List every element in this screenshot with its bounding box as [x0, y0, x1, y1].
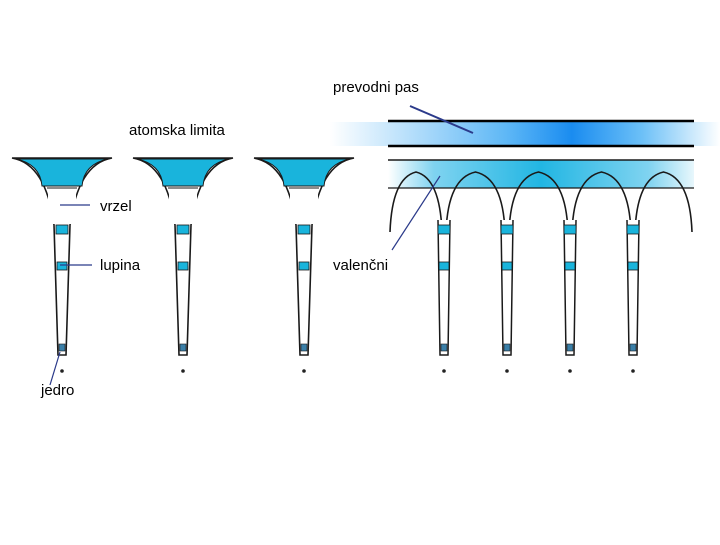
valence-pointer — [391, 175, 441, 251]
potential-arch — [445, 171, 506, 233]
potential-arch — [571, 171, 632, 233]
inner-band — [564, 261, 576, 271]
inner-band — [503, 343, 511, 352]
inner-shell — [298, 261, 310, 271]
valence-label: valenčni — [333, 257, 389, 274]
nucleus — [181, 369, 185, 373]
nucleus-pointer — [49, 351, 61, 386]
nucleus — [302, 369, 306, 373]
isolated-well-outline — [11, 157, 113, 356]
isolated-atoms — [11, 157, 355, 373]
inner-band — [626, 224, 640, 235]
outer-shell-band — [15, 158, 109, 187]
inner-shell — [177, 261, 189, 271]
shell-label: lupina — [100, 257, 141, 274]
inner-band — [563, 224, 577, 235]
valence-band-fill — [388, 160, 694, 188]
conduction-band — [330, 119, 720, 148]
nucleus — [60, 369, 64, 373]
inner-shell — [297, 224, 311, 235]
hole-label: vrzel — [100, 198, 132, 215]
label-pointers — [49, 105, 474, 386]
hole-region — [290, 188, 318, 224]
nucleus — [568, 369, 572, 373]
hole-region — [169, 188, 197, 224]
nucleus — [631, 369, 635, 373]
inner-shell — [300, 343, 308, 352]
potential-arch — [389, 171, 443, 233]
inner-shell — [55, 224, 69, 235]
inner-band — [437, 224, 451, 235]
crystal-well-4 — [626, 219, 640, 373]
crystal-potential — [388, 159, 694, 373]
crystal-well-3 — [563, 219, 577, 373]
isolated-atom-1 — [11, 157, 113, 373]
potential-arch — [634, 171, 693, 233]
outer-shell-band — [257, 158, 351, 187]
crystal-well-outline — [563, 219, 577, 356]
crystal-well-1 — [437, 219, 451, 373]
hole-region — [48, 188, 76, 224]
inner-shell — [58, 343, 66, 352]
conduction-band-label: prevodni pas — [333, 79, 419, 96]
inner-band — [501, 261, 513, 271]
crystal-well-2 — [500, 219, 514, 373]
inner-band — [629, 343, 637, 352]
isolated-well-outline — [253, 157, 355, 356]
inner-shell — [176, 224, 190, 235]
nucleus — [505, 369, 509, 373]
inner-shell — [56, 261, 68, 271]
conduction-band-fill — [330, 122, 720, 146]
isolated-well-outline — [132, 157, 234, 356]
isolated-atom-2 — [132, 157, 234, 373]
nucleus — [442, 369, 446, 373]
nucleus-label: jedro — [41, 382, 75, 399]
crystal-well-outline — [626, 219, 640, 356]
inner-band — [440, 343, 448, 352]
inner-shell — [179, 343, 187, 352]
inner-band — [438, 261, 450, 271]
conduction-band-pointer — [409, 105, 474, 134]
inner-band — [566, 343, 574, 352]
isolated-atom-3 — [253, 157, 355, 373]
crystal-well-outline — [500, 219, 514, 356]
inner-band — [500, 224, 514, 235]
potential-arch — [508, 171, 569, 233]
crystal-well-outline — [437, 219, 451, 356]
atomic-limit-label: atomska limita — [129, 122, 225, 139]
inner-band — [627, 261, 639, 271]
outer-shell-band — [136, 158, 230, 187]
